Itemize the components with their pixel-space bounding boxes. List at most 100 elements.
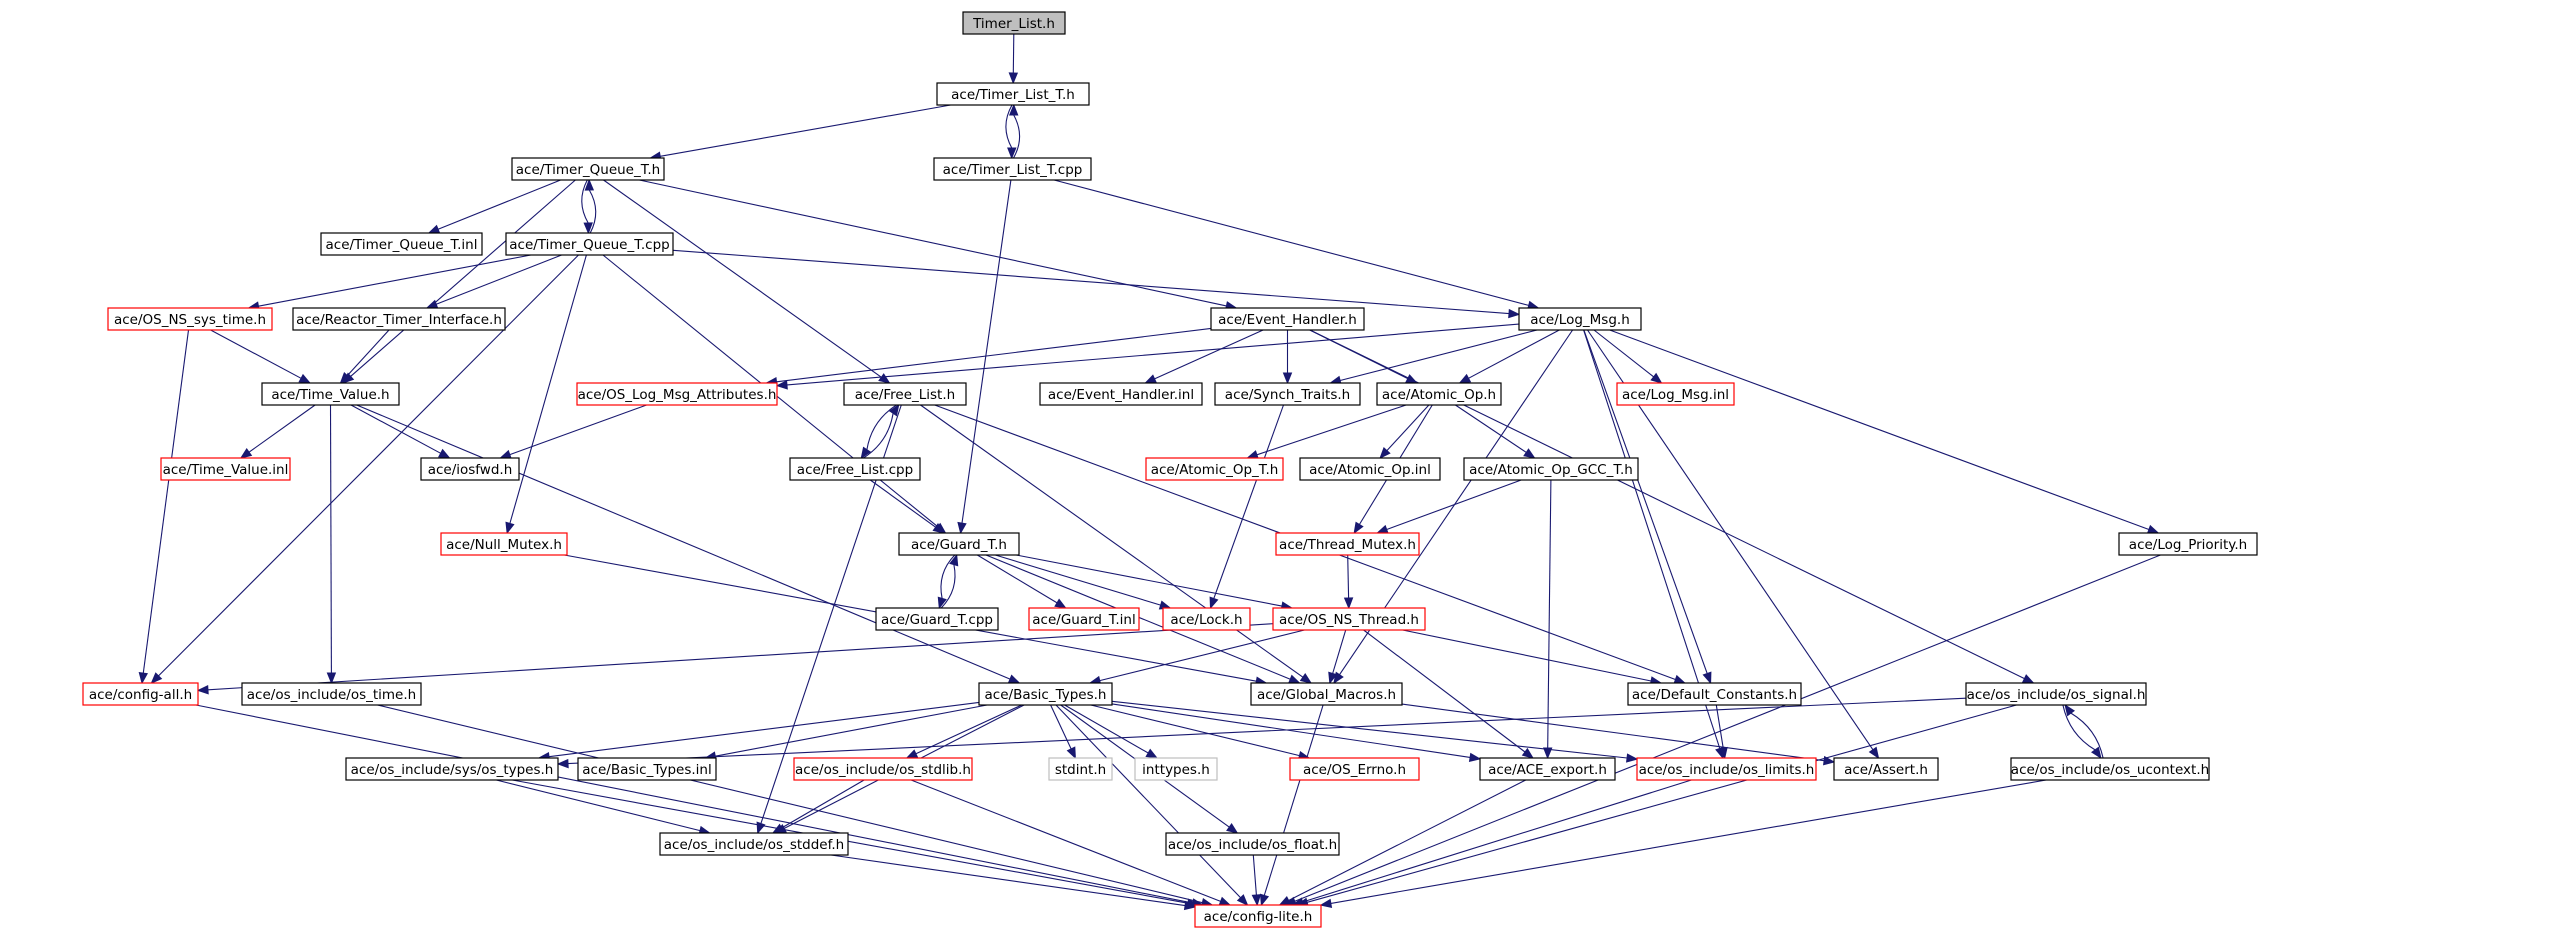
node-freelistcpp[interactable]: ace/Free_List.cpp xyxy=(789,457,921,481)
edge-atomic-to-atomicgcc xyxy=(1455,404,1527,453)
node-atomicgcc[interactable]: ace/Atomic_Op_GCC_T.h xyxy=(1463,457,1639,481)
node-oslimits[interactable]: ace/os_include/os_limits.h xyxy=(1636,757,1817,781)
node-atomict[interactable]: ace/Atomic_Op_T.h xyxy=(1145,457,1284,481)
node-iosfwd[interactable]: ace/iosfwd.h xyxy=(420,457,520,481)
node-box xyxy=(577,757,717,781)
node-logmsg[interactable]: ace/Log_Msg.h xyxy=(1518,307,1642,331)
arrowhead-freelistcpp-to-freelist xyxy=(888,403,900,417)
arrowhead-freelistcpp-to-guardth xyxy=(932,523,945,534)
node-osucontext[interactable]: ace/os_include/os_ucontext.h xyxy=(2010,757,2210,781)
node-box xyxy=(420,457,520,481)
node-systypes[interactable]: ace/os_include/sys/os_types.h xyxy=(345,757,559,781)
arrowhead-logmsg-to-logmsginl xyxy=(1650,372,1663,384)
node-box xyxy=(1289,757,1420,781)
arrowhead-osnssys-to-configall xyxy=(138,672,148,685)
node-defconst[interactable]: ace/Default_Constants.h xyxy=(1627,682,1802,706)
node-label: ace/Timer_Queue_T.cpp xyxy=(509,237,669,253)
node-configlite[interactable]: ace/config-lite.h xyxy=(1194,904,1322,928)
node-nullmutex[interactable]: ace/Null_Mutex.h xyxy=(440,532,568,556)
edge-tqtcpp-to-reactor xyxy=(435,254,562,305)
node-ossignal[interactable]: ace/os_include/os_signal.h xyxy=(1965,682,2147,706)
node-box xyxy=(962,11,1066,35)
edge-root-to-tlth xyxy=(1012,33,1015,74)
node-logprio[interactable]: ace/Log_Priority.h xyxy=(2118,532,2258,556)
node-label: ace/Basic_Types.h xyxy=(985,687,1107,703)
node-box xyxy=(160,457,291,481)
arrowhead-ossignal-to-osucontext xyxy=(2091,746,2102,760)
node-evh[interactable]: ace/Event_Handler.h xyxy=(1210,307,1365,331)
node-atomicinl[interactable]: ace/Atomic_Op.inl xyxy=(1299,457,1441,481)
edge-guardth-to-lock xyxy=(995,554,1161,606)
node-osnssys[interactable]: ace/OS_NS_sys_time.h xyxy=(107,307,273,331)
node-synch[interactable]: ace/Synch_Traits.h xyxy=(1214,382,1361,406)
arrowhead-osnsthread-to-aceexport xyxy=(1521,747,1534,759)
node-guardtinl[interactable]: ace/Guard_T.inl xyxy=(1028,607,1140,631)
edge-tqth-to-tqtcpp xyxy=(581,179,589,224)
arrowhead-basictypes-to-stdint xyxy=(1066,746,1076,760)
node-threadmutex[interactable]: ace/Thread_Mutex.h xyxy=(1275,532,1420,556)
node-assert[interactable]: ace/Assert.h xyxy=(1833,757,1939,781)
node-logmsginl[interactable]: ace/Log_Msg.inl xyxy=(1616,382,1735,406)
node-osstddef[interactable]: ace/os_include/os_stddef.h xyxy=(659,832,849,856)
node-timevalinl[interactable]: ace/Time_Value.inl xyxy=(160,457,291,481)
node-tqtcpp[interactable]: ace/Timer_Queue_T.cpp xyxy=(505,232,674,256)
node-box xyxy=(898,532,1020,556)
node-box xyxy=(1272,607,1426,631)
node-label: ace/os_include/os_time.h xyxy=(247,687,416,703)
edge-ossignal-to-systypes xyxy=(567,697,1967,765)
node-oserrno[interactable]: ace/OS_Errno.h xyxy=(1289,757,1420,781)
node-box xyxy=(82,682,199,706)
node-guardtcpp[interactable]: ace/Guard_T.cpp xyxy=(875,607,999,631)
node-tqth[interactable]: ace/Timer_Queue_T.h xyxy=(511,157,665,181)
node-label: ace/Free_List.cpp xyxy=(797,462,913,478)
node-osnsthread[interactable]: ace/OS_NS_Thread.h xyxy=(1272,607,1426,631)
node-basictypes[interactable]: ace/Basic_Types.h xyxy=(978,682,1113,706)
node-guardth[interactable]: ace/Guard_T.h xyxy=(898,532,1020,556)
arrowhead-atomicgcc-to-aceexport xyxy=(1542,747,1553,760)
arrowhead-basictypes-to-inttypes xyxy=(1145,748,1159,759)
node-globalmacros[interactable]: ace/Global_Macros.h xyxy=(1250,682,1403,706)
edge-logmsg-to-oslogattr xyxy=(786,323,1520,386)
node-osstdlib[interactable]: ace/os_include/os_stdlib.h xyxy=(793,757,973,781)
node-tqtinl[interactable]: ace/Timer_Queue_T.inl xyxy=(320,232,483,256)
arrowhead-osstddef-to-configlite xyxy=(1183,900,1197,911)
arrowhead-timeval-to-timevalinl xyxy=(239,448,253,459)
node-aceexport[interactable]: ace/ACE_export.h xyxy=(1479,757,1616,781)
node-label: ace/Timer_Queue_T.inl xyxy=(326,237,478,253)
node-ostime[interactable]: ace/os_include/os_time.h xyxy=(241,682,422,706)
node-basicinl[interactable]: ace/Basic_Types.inl xyxy=(577,757,717,781)
edge-guardth-to-guardtinl xyxy=(977,554,1058,604)
node-label: ace/Atomic_Op.h xyxy=(1382,387,1496,403)
arrowhead-osstdlib-to-osstddef xyxy=(771,823,785,834)
node-box xyxy=(576,382,778,406)
node-oslogattr[interactable]: ace/OS_Log_Msg_Attributes.h xyxy=(576,382,778,406)
edge-synch-to-lock xyxy=(1213,404,1285,599)
node-inttypes[interactable]: inttypes.h xyxy=(1134,757,1218,781)
node-tlth[interactable]: ace/Timer_List_T.h xyxy=(936,82,1090,106)
edge-timeval-to-ostime xyxy=(329,404,332,674)
node-lock[interactable]: ace/Lock.h xyxy=(1162,607,1251,631)
edge-osnssys-to-timeval xyxy=(210,329,302,379)
node-box xyxy=(1210,307,1365,331)
node-tltcpp[interactable]: ace/Timer_List_T.cpp xyxy=(933,157,1092,181)
arrowhead-threadmutex-to-osnsthread xyxy=(1343,597,1354,610)
node-atomic[interactable]: ace/Atomic_Op.h xyxy=(1376,382,1502,406)
edge-logmsg-to-defconst xyxy=(1583,329,1708,674)
arrowhead-defconst-to-oslimits xyxy=(1718,746,1728,760)
node-timeval[interactable]: ace/Time_Value.h xyxy=(261,382,400,406)
node-osfloat[interactable]: ace/os_include/os_float.h xyxy=(1165,832,1340,856)
node-evhinl[interactable]: ace/Event_Handler.inl xyxy=(1039,382,1203,406)
node-label: ace/OS_Errno.h xyxy=(1303,762,1406,778)
edge-guardth-to-osnsthread xyxy=(1016,554,1283,607)
node-label: ace/Atomic_Op.inl xyxy=(1309,462,1431,478)
edge-osnsthread-to-aceexport xyxy=(1363,629,1526,753)
node-reactor[interactable]: ace/Reactor_Timer_Interface.h xyxy=(292,307,506,331)
edge-freelist-to-globalmacros xyxy=(920,404,1304,678)
edge-osnsthread-to-configall xyxy=(207,623,1274,691)
node-box xyxy=(1616,382,1735,406)
node-freelist[interactable]: ace/Free_List.h xyxy=(843,382,967,406)
edge-freelistcpp-to-guardth xyxy=(869,479,936,528)
node-configall[interactable]: ace/config-all.h xyxy=(82,682,199,706)
node-stdint[interactable]: stdint.h xyxy=(1048,757,1113,781)
